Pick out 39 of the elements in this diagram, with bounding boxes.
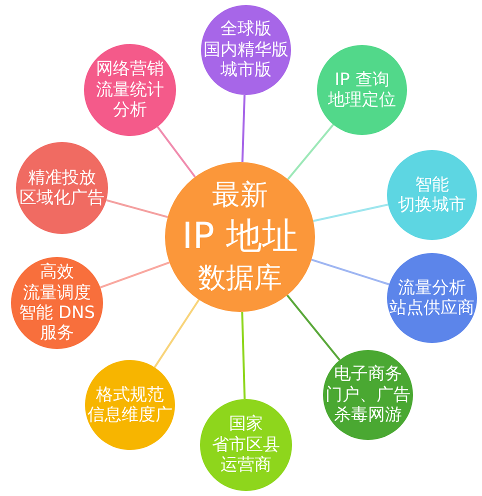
topic-text: 电子商务 [334, 364, 402, 385]
center-title: 数据库 [198, 260, 282, 296]
topic-text: 门户、广告 [326, 384, 410, 406]
topic-text: 切换城市 [398, 195, 466, 216]
topic-text: 省市区县 [212, 434, 280, 456]
connector-line [241, 312, 246, 400]
connector-line [287, 124, 334, 180]
topic-text: IP 查询 [334, 70, 390, 90]
topic-text: 格式规范 [96, 384, 164, 405]
connector-line [286, 294, 340, 361]
topic-text: 站点供应商 [390, 298, 474, 318]
topic-text: 分析 [113, 100, 147, 121]
topic-text: 高效 [40, 262, 74, 283]
topic-text: 服务 [40, 323, 74, 344]
topic-text: 国家 [229, 414, 263, 435]
topic-text: 杀毒网游 [334, 405, 402, 426]
connector-line [106, 199, 168, 218]
connector-line [241, 94, 246, 162]
connector-line [156, 126, 196, 178]
topic-text: 流量统计 [96, 80, 164, 100]
topic-text: 精准投放 [28, 168, 96, 188]
center-title: 最新 [212, 177, 268, 214]
topic-text: 运营商 [220, 455, 272, 476]
connector-line [311, 258, 390, 286]
center-title: IP 地址 [182, 214, 298, 259]
topic-text: 网络营销 [96, 59, 164, 80]
topic-text: 区域化广告 [20, 188, 104, 208]
connector-line [100, 262, 170, 288]
topic-text: 国内精华版 [204, 40, 288, 60]
topic-text: 流量分析 [398, 278, 466, 298]
connector-line [313, 204, 388, 222]
topic-text: 流量调度 [23, 282, 91, 303]
topic-text: 信息维度广 [88, 405, 172, 426]
topic-text: 智能 [415, 174, 449, 195]
topic-text: 城市版 [220, 60, 272, 81]
topic-text: 地理定位 [328, 90, 396, 110]
topic-text: 智能 DNS [18, 303, 95, 324]
connector-line [154, 299, 200, 368]
topic-text: 全球版 [220, 19, 272, 40]
